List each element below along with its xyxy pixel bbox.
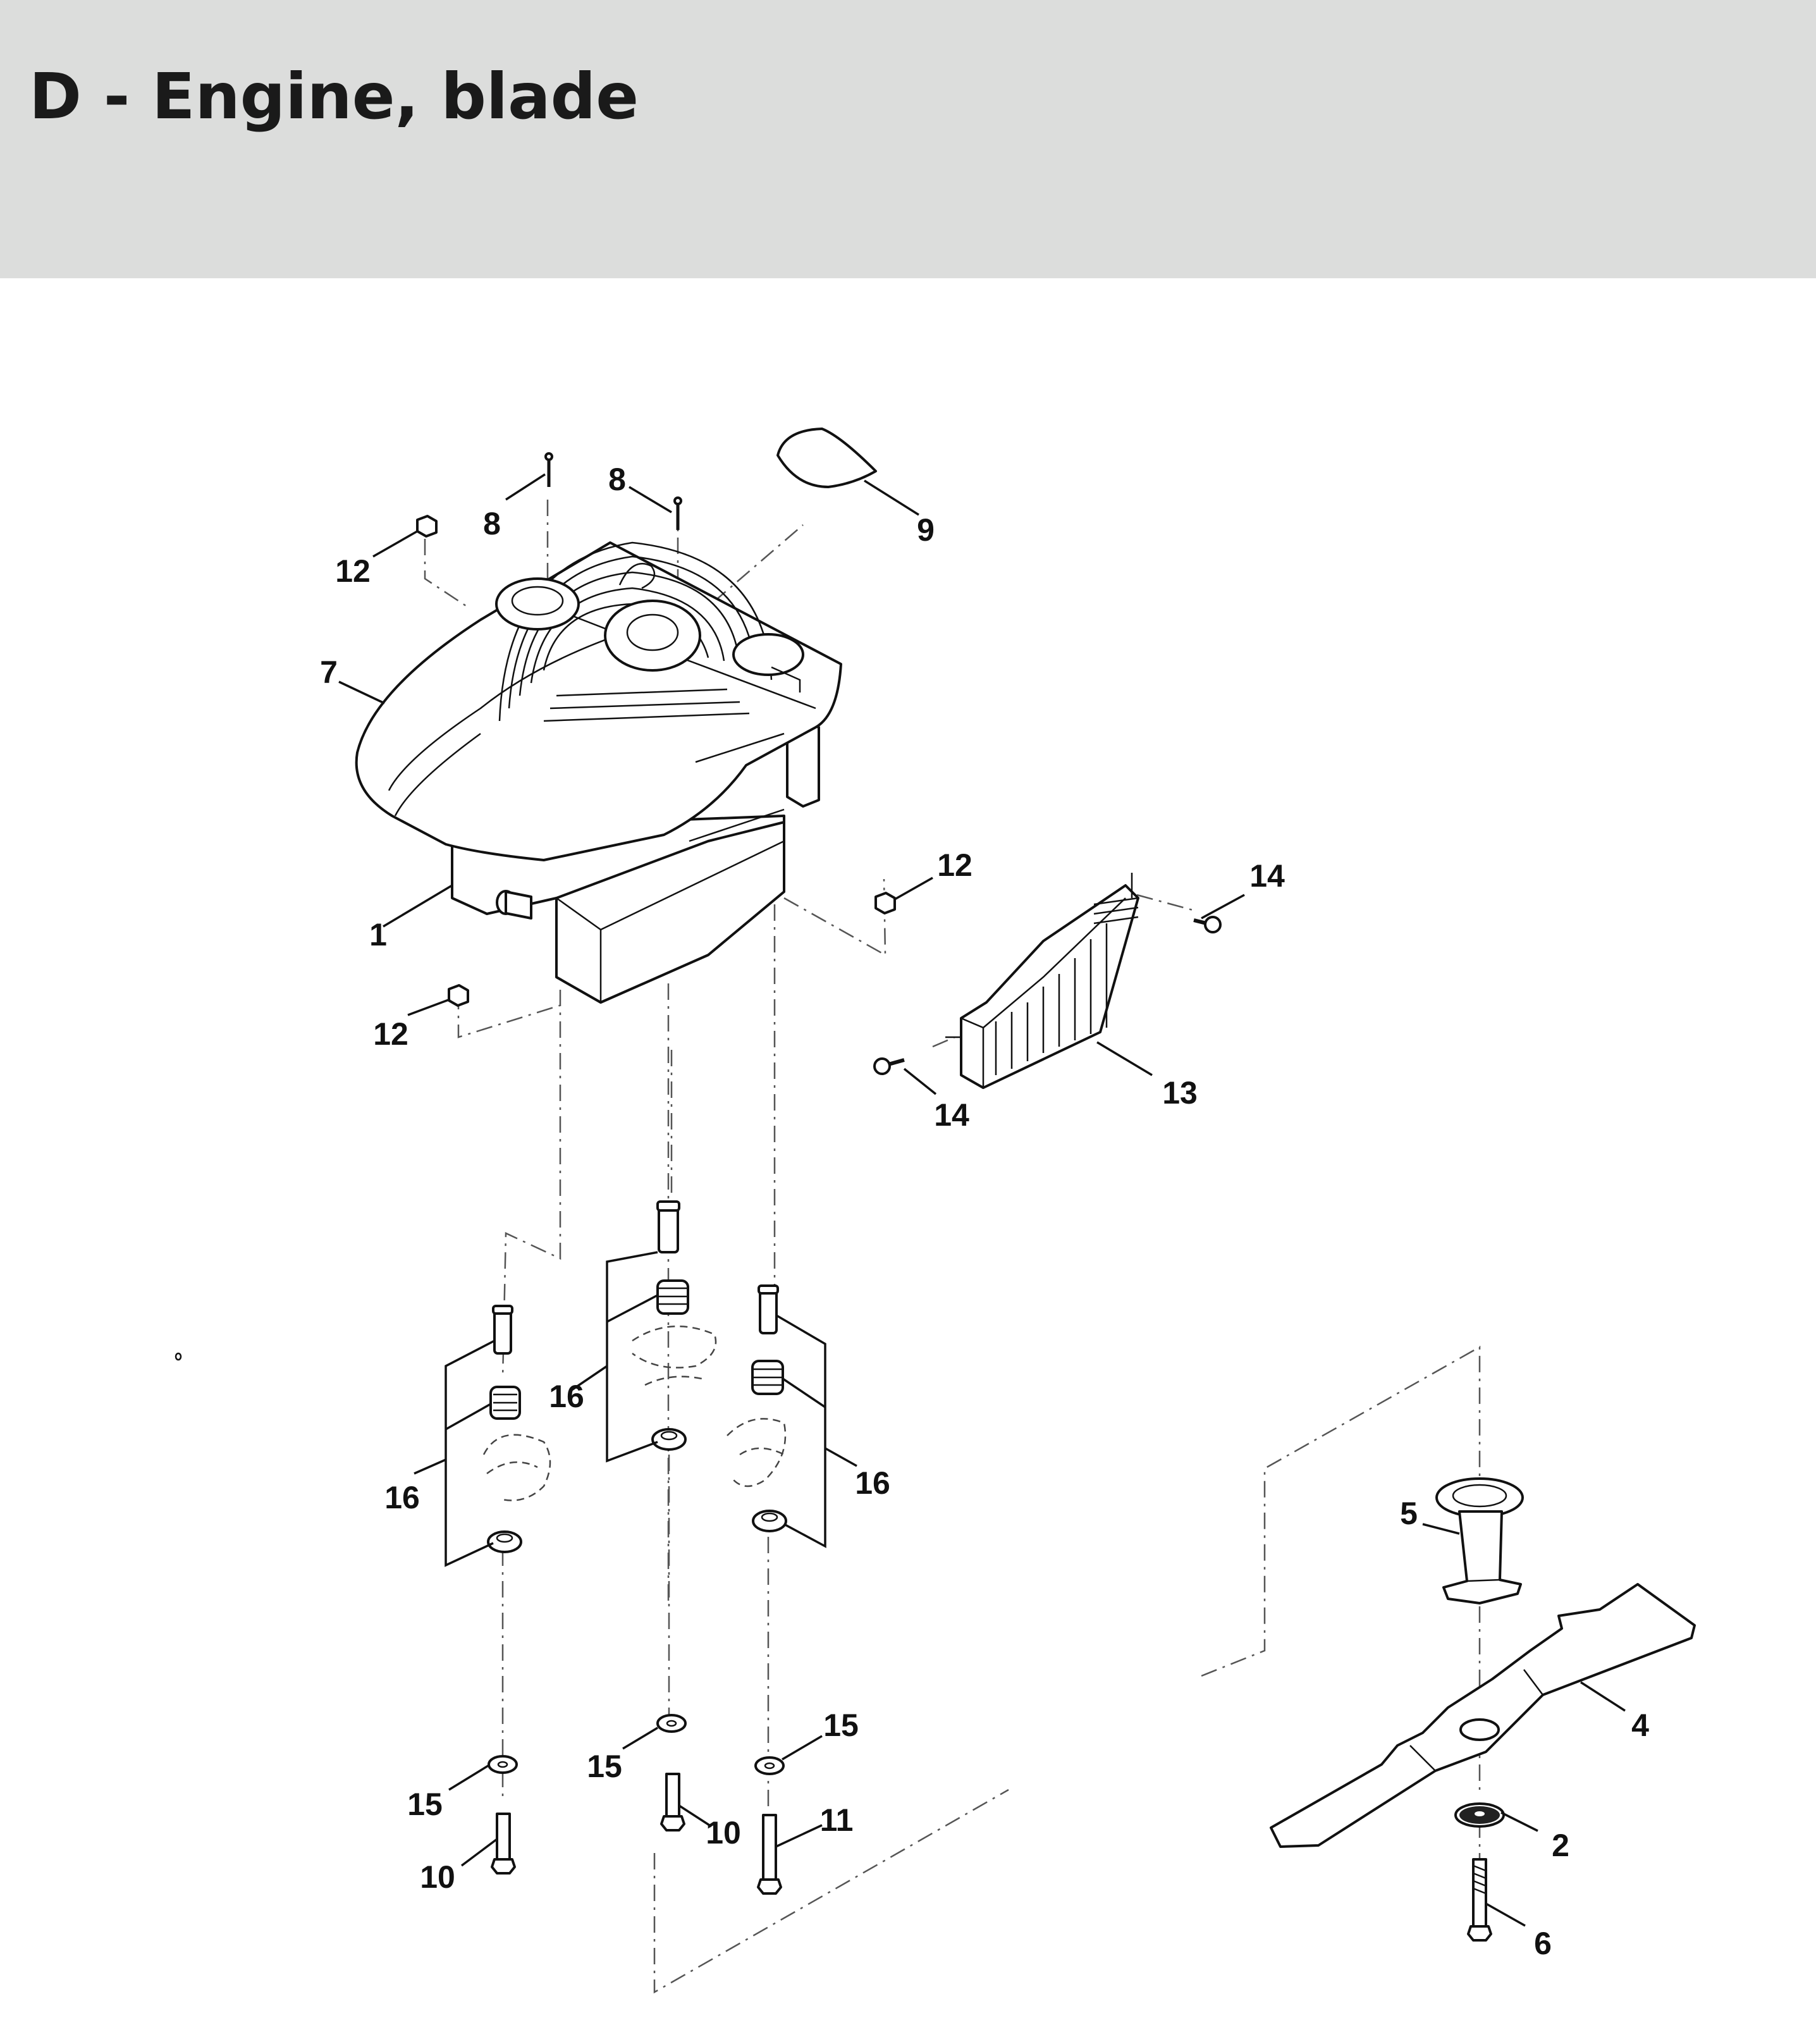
callout-16b: 16 (384, 1480, 420, 1515)
callout-4: 4 (1631, 1708, 1649, 1743)
part-9-cap (776, 428, 877, 488)
callout-16a: 16 (549, 1379, 584, 1414)
callout-10b: 10 (706, 1815, 741, 1850)
callout-10a: 10 (420, 1859, 455, 1895)
part-15-washers (488, 1714, 785, 1775)
part-16-brackets (445, 1251, 826, 1567)
callout-11: 11 (820, 1802, 854, 1838)
callout-15b: 15 (587, 1749, 622, 1784)
callout-7: 7 (320, 655, 338, 690)
stray-mark (175, 1352, 182, 1361)
callout-6: 6 (1534, 1926, 1552, 1961)
callout-1: 1 (369, 917, 387, 952)
callout-5: 5 (1400, 1496, 1418, 1531)
part-6-bolt (1467, 1858, 1492, 1942)
part-4-blade (1270, 1583, 1696, 1848)
part-5-blade-adapter (1435, 1477, 1524, 1604)
engine-assembly (355, 541, 842, 1004)
part-8-screws (544, 452, 682, 530)
part-2-washer (1454, 1802, 1505, 1828)
callout-12b: 12 (937, 847, 972, 883)
part-16-mount-left (482, 1305, 551, 1553)
part-16-mount-right (727, 1284, 787, 1532)
callout-12c: 12 (373, 1016, 408, 1052)
part-16-mount-center (632, 1200, 717, 1451)
callout-15a: 15 (407, 1787, 443, 1822)
page-title: D - Engine, blade (29, 59, 639, 133)
callout-8a: 8 (483, 506, 501, 541)
part-14-screws (873, 916, 1222, 1075)
callout-15c: 15 (823, 1708, 859, 1743)
part-10-bolts (491, 1773, 685, 1875)
callout-14b: 14 (934, 1097, 969, 1133)
callout-12a: 12 (335, 553, 371, 589)
header-banner: D - Engine, blade (0, 0, 1816, 278)
callout-2: 2 (1552, 1828, 1569, 1863)
callout-13: 13 (1162, 1075, 1198, 1111)
callout-labels: 1 2 4 5 6 7 8 8 9 10 10 11 12 12 12 13 1… (320, 462, 1649, 1961)
callout-16c: 16 (855, 1465, 890, 1501)
part-11-bolt (757, 1814, 782, 1895)
callout-8b: 8 (608, 462, 626, 497)
leader-lines (338, 473, 1626, 1927)
part-13-muffler (945, 873, 1139, 1089)
callout-9: 9 (917, 512, 935, 548)
callout-14a: 14 (1249, 858, 1285, 894)
